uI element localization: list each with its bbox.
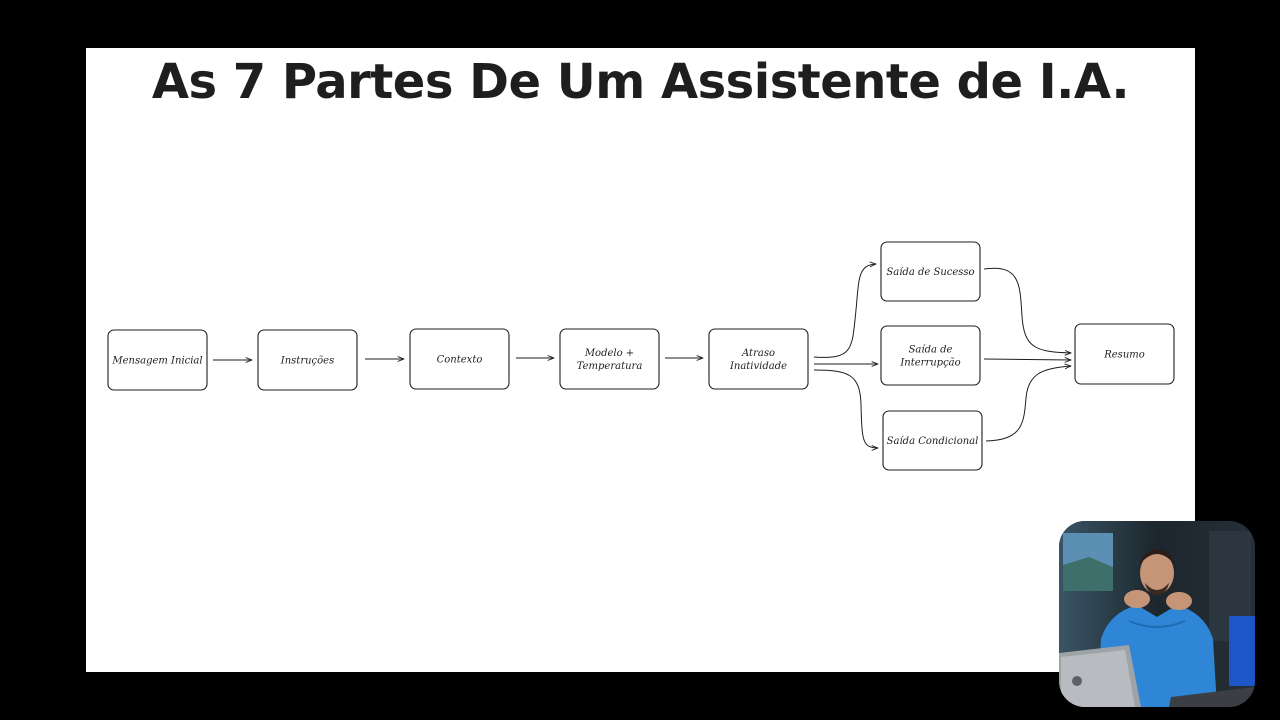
node-box-sucesso bbox=[880, 241, 981, 302]
node-modelo: Modelo + Temperatura bbox=[559, 328, 660, 390]
node-label-condicional: Saída Condicional bbox=[887, 436, 979, 447]
node-label-sucesso: Saída de Sucesso bbox=[886, 267, 974, 278]
flow-diagram: Mensagem Inicial Instruções Contexto Modelo… bbox=[107, 241, 1175, 471]
node-box-atraso bbox=[708, 328, 809, 390]
edge-interrupcao-to-resumo bbox=[983, 359, 1071, 360]
edge-sucesso-to-resumo bbox=[983, 267, 1071, 353]
node-instrucoes: Instruções bbox=[257, 329, 358, 391]
node-label-modelo-line-2: Temperatura bbox=[577, 361, 643, 372]
node-resumo: Resumo bbox=[1074, 323, 1175, 385]
node-interrupcao: Saída de Interrupção bbox=[880, 325, 981, 386]
node-box-interrupcao bbox=[880, 325, 981, 386]
node-box-instrucoes bbox=[257, 329, 358, 391]
node-mensagem: Mensagem Inicial bbox=[107, 329, 208, 391]
node-label-contexto: Contexto bbox=[437, 355, 483, 366]
node-box-resumo bbox=[1074, 323, 1175, 385]
presenter-video-icon bbox=[1059, 521, 1255, 707]
node-box-condicional bbox=[882, 410, 983, 471]
edge-atraso-to-sucesso bbox=[813, 264, 876, 358]
node-box-contexto bbox=[409, 328, 510, 390]
node-label-interrupcao-line-1: Saída de bbox=[909, 345, 953, 356]
node-condicional: Saída Condicional bbox=[882, 410, 983, 471]
node-label-atraso-line-2: Inatividade bbox=[729, 361, 787, 372]
edge-atraso-to-condicional bbox=[813, 369, 878, 448]
node-label-modelo-line-1: Modelo + bbox=[584, 348, 634, 359]
presenter-webcam bbox=[1059, 521, 1255, 707]
node-contexto: Contexto bbox=[409, 328, 510, 390]
edge-condicional-to-resumo bbox=[985, 366, 1071, 442]
node-box-mensagem bbox=[107, 329, 208, 391]
slide-title: As 7 Partes De Um Assistente de I.A. bbox=[151, 54, 1130, 110]
presentation-slide: As 7 Partes De Um Assistente de I.A. Men… bbox=[86, 48, 1195, 672]
node-sucesso: Saída de Sucesso bbox=[880, 241, 981, 302]
node-label-mensagem: Mensagem Inicial bbox=[111, 356, 202, 367]
node-box-modelo bbox=[559, 328, 660, 390]
node-label-atraso-line-1: Atraso bbox=[741, 348, 775, 359]
node-label-resumo: Resumo bbox=[1103, 350, 1145, 361]
node-label-instrucoes: Instruções bbox=[280, 356, 334, 367]
node-label-interrupcao-line-2: Interrupção bbox=[899, 358, 960, 369]
